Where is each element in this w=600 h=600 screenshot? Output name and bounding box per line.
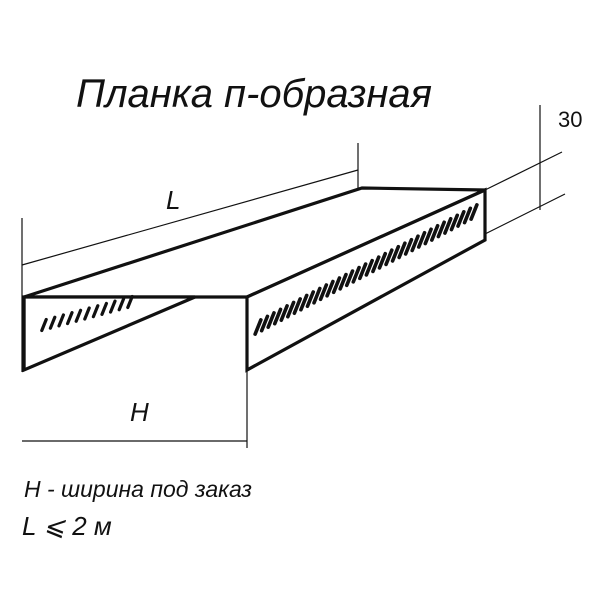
perforation-slot [272,307,283,326]
profile-inner-wall [22,295,196,373]
perforation-slot [83,306,91,321]
perforation-slot [456,210,466,228]
perforation-slot [416,230,427,249]
perforation-slot [325,279,335,298]
perforation-slot [371,255,381,274]
perforation-slot [74,308,83,323]
perforation-slot [410,234,420,253]
perforation-slot [436,220,446,239]
height-extension-bottom [484,193,566,235]
length-dimension-label: L [166,185,180,215]
perforation-slot [443,217,453,235]
perforation-front [253,203,479,336]
perforation-slot [351,265,361,284]
perforation-slot [423,227,433,246]
perforation-slot [292,297,302,316]
perforation-slot [338,272,348,291]
perforation-slot [358,262,368,281]
width-note: H - ширина под заказ [24,476,252,502]
length-note: L ⩽ 2 м [22,511,112,541]
perforation-slot [100,301,109,316]
drawing-title: Планка п-образная [76,72,432,116]
perforation-slot [331,276,342,295]
length-dimension: L [21,143,359,372]
perforation-slot [299,293,309,312]
length-dimension-line [21,169,359,266]
height-dimension-label: 30 [558,107,582,132]
perforation-slot [286,300,296,319]
profile-body [22,186,487,373]
perforation-slot [65,311,74,326]
perforation-slot [397,241,407,260]
height-extension-top [484,151,563,191]
perforation-slot [259,314,270,333]
perforation-slot [126,294,134,310]
perforation-slot [449,213,460,232]
perforation-slot [469,203,479,221]
perforation-slot [305,290,316,309]
perforation-slot [48,315,57,330]
perforation-inner [40,294,134,333]
perforation-slot [108,299,117,314]
perforation-slot [377,251,388,270]
perforation-slot [403,237,414,256]
perforation-slot [266,311,276,329]
perforation-slot [462,206,473,225]
perforation-slot [253,318,263,336]
perforation-slot [57,313,66,328]
perforation-slot [384,248,394,267]
width-dimension: H [22,370,248,448]
perforation-slot [390,244,401,263]
perforation-slot [364,258,374,277]
perforation-slot [117,297,126,312]
perforation-slot [318,283,329,302]
perforation-slot [91,304,100,319]
perforation-slot [279,304,289,322]
perforation-slot [344,269,355,288]
height-dimension: 30 [484,105,582,235]
width-dimension-label: H [130,397,149,427]
perforation-slot [40,317,48,333]
perforation-slot [430,223,440,242]
perforation-slot [312,286,322,305]
